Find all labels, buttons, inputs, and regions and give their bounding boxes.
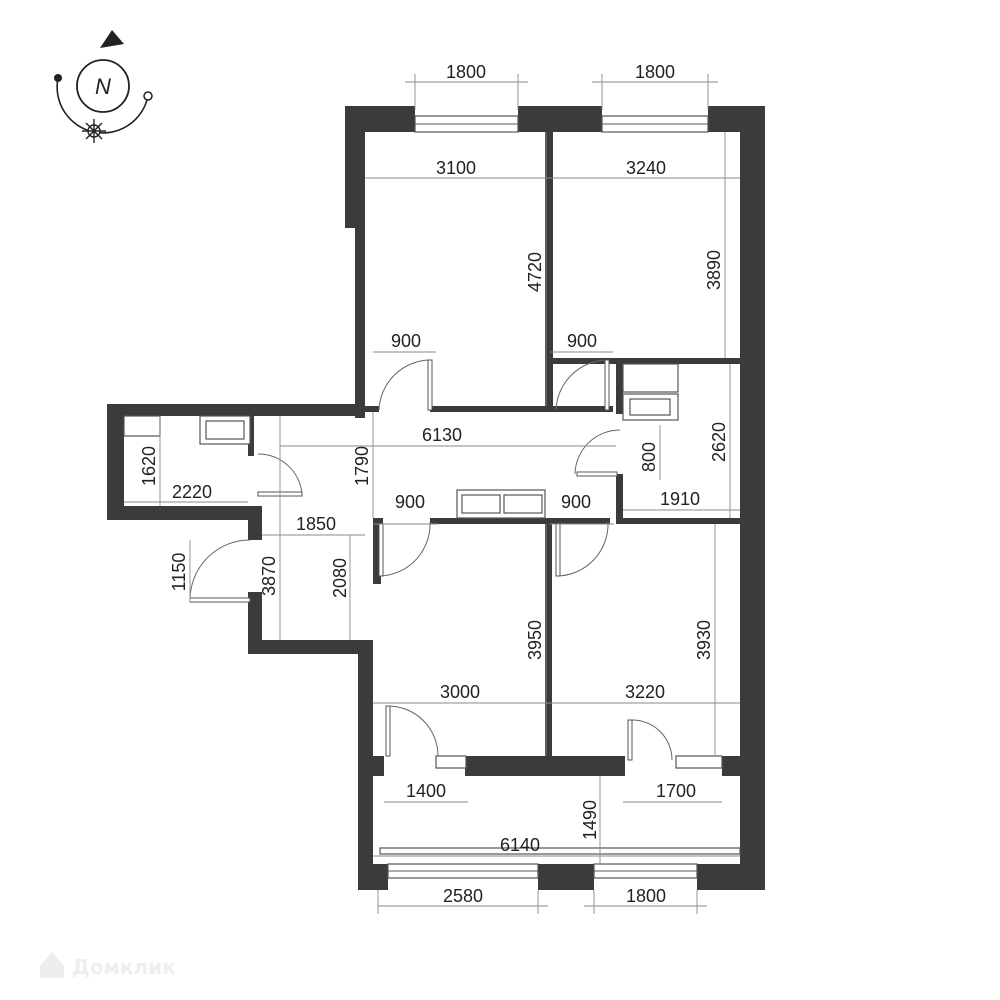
- watermark: Домклик: [40, 952, 176, 979]
- house-logo-icon: [40, 952, 64, 978]
- dim-room-br-width: 3220: [625, 682, 665, 702]
- dim-balcony-depth: 1490: [580, 800, 600, 840]
- interior-walls: [248, 132, 743, 760]
- dim-entry-door: 1150: [169, 553, 189, 592]
- dim-room-bl-width: 3000: [440, 682, 480, 702]
- dim-window-top-left: 1800: [446, 62, 486, 82]
- watermark-text: Домклик: [72, 955, 176, 979]
- dimension-lines: [124, 74, 740, 914]
- windows: [379, 115, 741, 879]
- balcony-glazing: [379, 847, 741, 855]
- dim-room-tl-width: 3100: [436, 158, 476, 178]
- dim-door-tl: 900: [391, 331, 421, 351]
- dim-corridor-width: 1790: [352, 446, 372, 486]
- dim-door-tr: 900: [567, 331, 597, 351]
- sun-icon: [82, 119, 106, 143]
- dim-room-tr-depth: 3890: [704, 250, 724, 290]
- dim-wc-width: 2220: [172, 482, 212, 502]
- dim-room-bl-depth: 3950: [525, 620, 545, 660]
- sunrise-dot-icon: [54, 74, 62, 82]
- sunset-dot-icon: [143, 91, 153, 101]
- dim-balcony-door-left: 1400: [406, 781, 446, 801]
- dim-window-bottom-left: 2580: [443, 886, 483, 906]
- dim-hall-short: 2080: [330, 558, 350, 598]
- bath-sink: [622, 363, 679, 393]
- compass-ring-icon: [76, 59, 130, 113]
- dim-hall-depth: 3870: [259, 556, 279, 596]
- dim-room-tl-depth: 4720: [525, 252, 545, 292]
- wc-sink: [123, 415, 161, 437]
- dim-balcony-length: 6140: [500, 835, 540, 855]
- dim-wc-depth: 1620: [139, 446, 159, 486]
- dim-bath-depth: 2620: [709, 422, 729, 462]
- dimension-labels: 1800 1800 3100 3240 4720 3890 900 900 61…: [139, 62, 729, 906]
- dim-room-br-depth: 3930: [694, 620, 714, 660]
- dim-balcony-door-right: 1700: [656, 781, 696, 801]
- compass-letter: N: [95, 74, 111, 99]
- exterior-walls: [107, 106, 765, 890]
- dim-bath-door: 800: [639, 442, 659, 472]
- compass: N: [54, 30, 153, 143]
- dim-window-top-right: 1800: [635, 62, 675, 82]
- dim-window-bottom-right: 1800: [626, 886, 666, 906]
- dim-corridor-length: 6130: [422, 425, 462, 445]
- fixtures: [123, 363, 679, 519]
- dim-door-bl: 900: [395, 492, 425, 512]
- dim-door-br: 900: [561, 492, 591, 512]
- dim-hall-width: 1850: [296, 514, 336, 534]
- north-arrow-icon: [100, 30, 124, 48]
- dim-room-tr-width: 3240: [626, 158, 666, 178]
- dim-bath-width: 1910: [660, 489, 700, 509]
